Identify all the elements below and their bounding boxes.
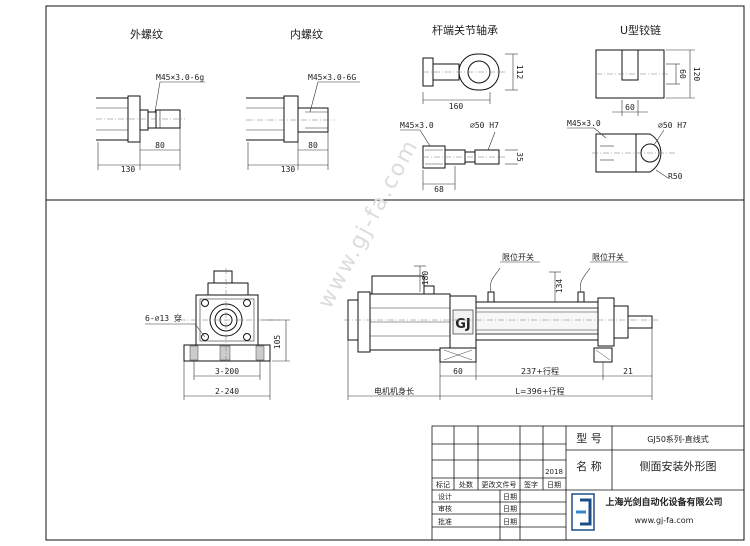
rod-end-height-112: 112 xyxy=(515,65,524,80)
rod-end-bore: ⌀50 H7 xyxy=(470,121,499,130)
u-clevis-thread: M45×3.0 xyxy=(567,119,601,128)
model-label: 型 号 xyxy=(576,431,602,445)
hole-spacing-2-240: 2-240 xyxy=(215,387,239,396)
company-logo xyxy=(571,493,595,531)
height-134: 134 xyxy=(555,279,564,294)
check-date-label: 日期 xyxy=(503,505,517,513)
rev-header-count: 处数 xyxy=(459,480,473,489)
limit-switch-label-2: 限位开关 xyxy=(592,252,624,262)
dim-237-stroke: 237+行程 xyxy=(521,366,559,376)
rev-header-sign: 签字 xyxy=(524,480,538,489)
u-clevis-bore: ⌀50 H7 xyxy=(658,121,687,130)
internal-thread-spec: M45×3.0-6G xyxy=(308,73,356,82)
rev-header-mark: 标记 xyxy=(436,480,450,489)
internal-thread-title: 内螺纹 xyxy=(290,27,323,41)
dim-60: 60 xyxy=(453,367,463,376)
internal-thread-dim-130: 130 xyxy=(281,165,296,174)
drawing-year: 2018 xyxy=(545,468,563,476)
name-value: 侧面安装外形图 xyxy=(640,459,717,473)
detail-u-clevis: U型铰链 120 60 60 M45×3.0 ⌀50 H7 R50 xyxy=(567,23,701,181)
u-clevis-slot-60: 60 xyxy=(678,69,687,79)
design-label: 设计 xyxy=(438,492,452,501)
side-view-logo: GJ xyxy=(455,317,471,332)
external-thread-dim-80: 80 xyxy=(155,141,165,150)
rev-header-date: 日期 xyxy=(547,481,561,489)
u-clevis-width-60: 60 xyxy=(625,103,635,112)
rod-end-thread: M45×3.0 xyxy=(400,121,434,130)
mounting-holes-note: 6-⌀13 穿 xyxy=(145,313,182,323)
rod-end-width-35: 35 xyxy=(515,152,524,162)
u-clevis-title: U型铰链 xyxy=(620,23,661,37)
detail-internal-thread: 内螺纹 M45×3.0-6G 80 130 xyxy=(246,27,360,174)
limit-switch-label-1: 限位开关 xyxy=(502,252,534,262)
title-block: 型 号 GJ50系列-直线式 名 称 侧面安装外形图 2018 标记 处数 更改… xyxy=(431,425,745,541)
external-thread-spec: M45×3.0-6g xyxy=(156,73,204,82)
approve-date-label: 日期 xyxy=(503,518,517,526)
rod-end-length-160: 160 xyxy=(449,102,464,111)
side-view: GJ 限位开关 限位开关 180 134 xyxy=(344,252,660,400)
overall-length: L=396+行程 xyxy=(515,386,564,396)
check-label: 审核 xyxy=(438,504,452,513)
u-clevis-radius: R50 xyxy=(668,172,683,181)
rev-header-file: 更改文件号 xyxy=(482,480,517,489)
model-value: GJ50系列-直线式 xyxy=(647,434,709,444)
rod-end-offset-68: 68 xyxy=(434,185,444,194)
company-name: 上海光剑自动化设备有限公司 xyxy=(605,496,722,508)
motor-body-length: 电机机身长 xyxy=(374,386,414,396)
external-thread-title: 外螺纹 xyxy=(130,27,163,41)
rod-end-bearing-title: 杆端关节轴承 xyxy=(432,23,498,37)
dim-21: 21 xyxy=(623,367,633,376)
hole-spacing-3-200: 3-200 xyxy=(215,367,239,376)
height-180: 180 xyxy=(421,271,430,286)
drawing-frame xyxy=(45,5,745,541)
detail-rod-end-bearing: 杆端关节轴承 112 160 M45×3.0 ⌀50 H7 35 68 xyxy=(400,23,524,194)
internal-thread-dim-80: 80 xyxy=(308,141,318,150)
approve-label: 批准 xyxy=(438,517,452,526)
u-clevis-height-120: 120 xyxy=(692,67,701,82)
detail-external-thread: 外螺纹 M45×3.0-6g 80 130 xyxy=(96,27,205,174)
end-view: 6-⌀13 穿 105 3-200 2-240 xyxy=(145,268,290,400)
center-height-105: 105 xyxy=(273,335,282,350)
external-thread-dim-130: 130 xyxy=(121,165,136,174)
company-website: www.gj-fa.com xyxy=(635,516,694,525)
design-date-label: 日期 xyxy=(503,493,517,501)
name-label: 名 称 xyxy=(576,459,602,473)
